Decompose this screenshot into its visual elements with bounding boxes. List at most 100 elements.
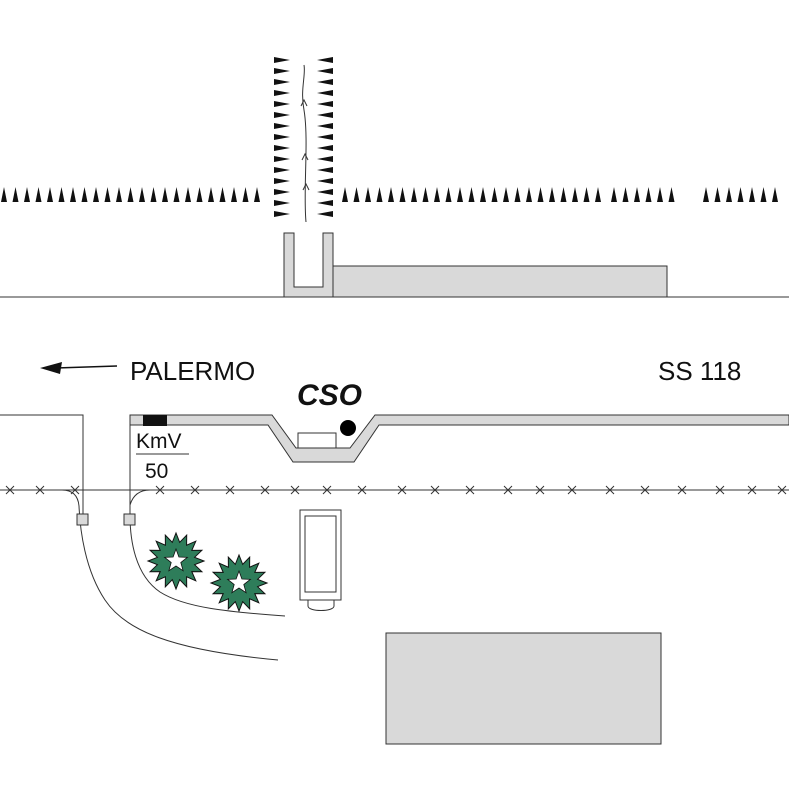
hatch-tick-icon — [274, 68, 290, 74]
hatch-tick-icon — [317, 189, 333, 195]
km-value: 50 — [145, 460, 168, 483]
access-path-left — [61, 489, 279, 661]
tree-center — [226, 569, 252, 594]
filled-circle-icon — [340, 420, 356, 436]
tree-icon — [146, 531, 206, 591]
hatch-tick-icon — [317, 123, 333, 129]
access-path-inner — [129, 425, 286, 617]
hatch-tick-icon — [317, 57, 333, 63]
hatch-tick-icon — [274, 90, 290, 96]
hatch-tick-icon — [457, 187, 463, 202]
hatch-tick-icon — [24, 187, 30, 202]
tree-center — [163, 547, 189, 572]
hatch-tick-icon — [1, 187, 7, 202]
hatch-tick-icon — [317, 156, 333, 162]
hatch-tick-icon — [317, 79, 333, 85]
hatch-tick-icon — [116, 187, 122, 202]
hatch-tick-icon — [342, 187, 348, 202]
hatch-tick-icon — [388, 187, 394, 202]
hatch-tick-icon — [468, 187, 475, 202]
hatch-tick-icon — [274, 123, 290, 129]
channel-flow-line — [302, 64, 307, 223]
hatch-tick-icon — [572, 187, 578, 202]
fence-x-icon — [357, 485, 367, 495]
hatch-tick-icon — [317, 200, 333, 206]
fence-x-icon — [640, 485, 650, 495]
hatch-tick-icon — [422, 187, 429, 202]
hatch-tick-icon — [196, 187, 203, 202]
gate-post-left — [76, 513, 89, 526]
hatch-tick-icon — [254, 187, 260, 202]
fence-x-icon — [225, 485, 235, 495]
hatch-tick-icon — [317, 211, 333, 217]
hatch-tick-icon — [12, 187, 19, 202]
hatch-tick-icon — [93, 187, 99, 202]
hatch-tick-icon — [726, 187, 732, 202]
gate-curve-right — [129, 489, 151, 506]
hatch-tick-icon — [274, 134, 290, 140]
hatch-tick-icon — [317, 112, 333, 118]
hatch-tick-icon — [645, 187, 652, 202]
hatch-tick-icon — [317, 145, 333, 151]
hatch-tick-icon — [549, 187, 555, 202]
direction-label: PALERMO — [130, 356, 255, 386]
hatch-tick-icon — [317, 68, 333, 74]
hatch-tick-icon — [81, 187, 88, 202]
station-cabin — [297, 432, 337, 449]
hatch-tick-icon — [274, 79, 290, 85]
hatch-tick-icon — [274, 57, 290, 63]
hatch-tick-icon — [583, 187, 590, 202]
km-marker — [143, 415, 167, 426]
hatch-tick-icon — [537, 187, 544, 202]
hatch-tick-icon — [760, 187, 767, 202]
hatch-tick-icon — [274, 178, 290, 184]
hatch-tick-icon — [47, 187, 53, 202]
building-plan — [385, 632, 662, 745]
hatch-tick-icon — [185, 187, 191, 202]
hatch-tick-icon — [480, 187, 486, 202]
hatch-tick-icon — [749, 187, 755, 202]
hatch-tick-icon — [611, 187, 617, 202]
vegetation-column-icons — [274, 57, 333, 217]
hatch-tick-icon — [317, 134, 333, 140]
hatch-tick-icon — [668, 187, 675, 202]
hatch-tick-icon — [231, 187, 237, 202]
hatch-tick-icon — [317, 178, 333, 184]
building-section — [332, 265, 668, 298]
km-label: KmV — [136, 430, 182, 453]
fence-x-icon — [535, 485, 545, 495]
fence-x-icon — [677, 485, 687, 495]
hatch-tick-icon — [274, 189, 290, 195]
hatch-tick-icon — [703, 187, 709, 202]
fence-x-icon — [465, 485, 475, 495]
hatch-tick-icon — [274, 167, 290, 173]
hatch-tick-icon — [70, 187, 76, 202]
hatch-tick-icon — [737, 187, 744, 202]
fence-x-icon — [747, 485, 757, 495]
fence-x-icon — [397, 485, 407, 495]
hatch-tick-icon — [503, 187, 509, 202]
hatch-tick-icon — [622, 187, 629, 202]
hatch-tick-icon — [127, 187, 134, 202]
hatch-tick-icon — [772, 187, 778, 202]
flow-arrow-icons — [300, 98, 310, 191]
fence-x-icon — [190, 485, 200, 495]
hatch-tick-icon — [208, 187, 214, 202]
vegetation-row-icons — [1, 187, 778, 202]
hatch-tick-icon — [139, 187, 145, 202]
hatch-tick-icon — [162, 187, 168, 202]
fence-x-icon — [155, 485, 165, 495]
hatch-tick-icon — [317, 167, 333, 173]
fence-x-icon — [35, 485, 45, 495]
road-label: SS 118 — [658, 356, 741, 386]
arrow-left-icon — [40, 362, 118, 374]
hatch-tick-icon — [274, 112, 290, 118]
hatch-tick-icon — [595, 187, 601, 202]
hatch-tick-icon — [274, 200, 290, 206]
hatch-tick-icon — [104, 187, 111, 202]
hatch-tick-icon — [399, 187, 406, 202]
side-road-left — [0, 414, 84, 515]
hatch-tick-icon — [411, 187, 417, 202]
gate-post-right — [123, 513, 136, 526]
hatch-tick-icon — [317, 90, 333, 96]
